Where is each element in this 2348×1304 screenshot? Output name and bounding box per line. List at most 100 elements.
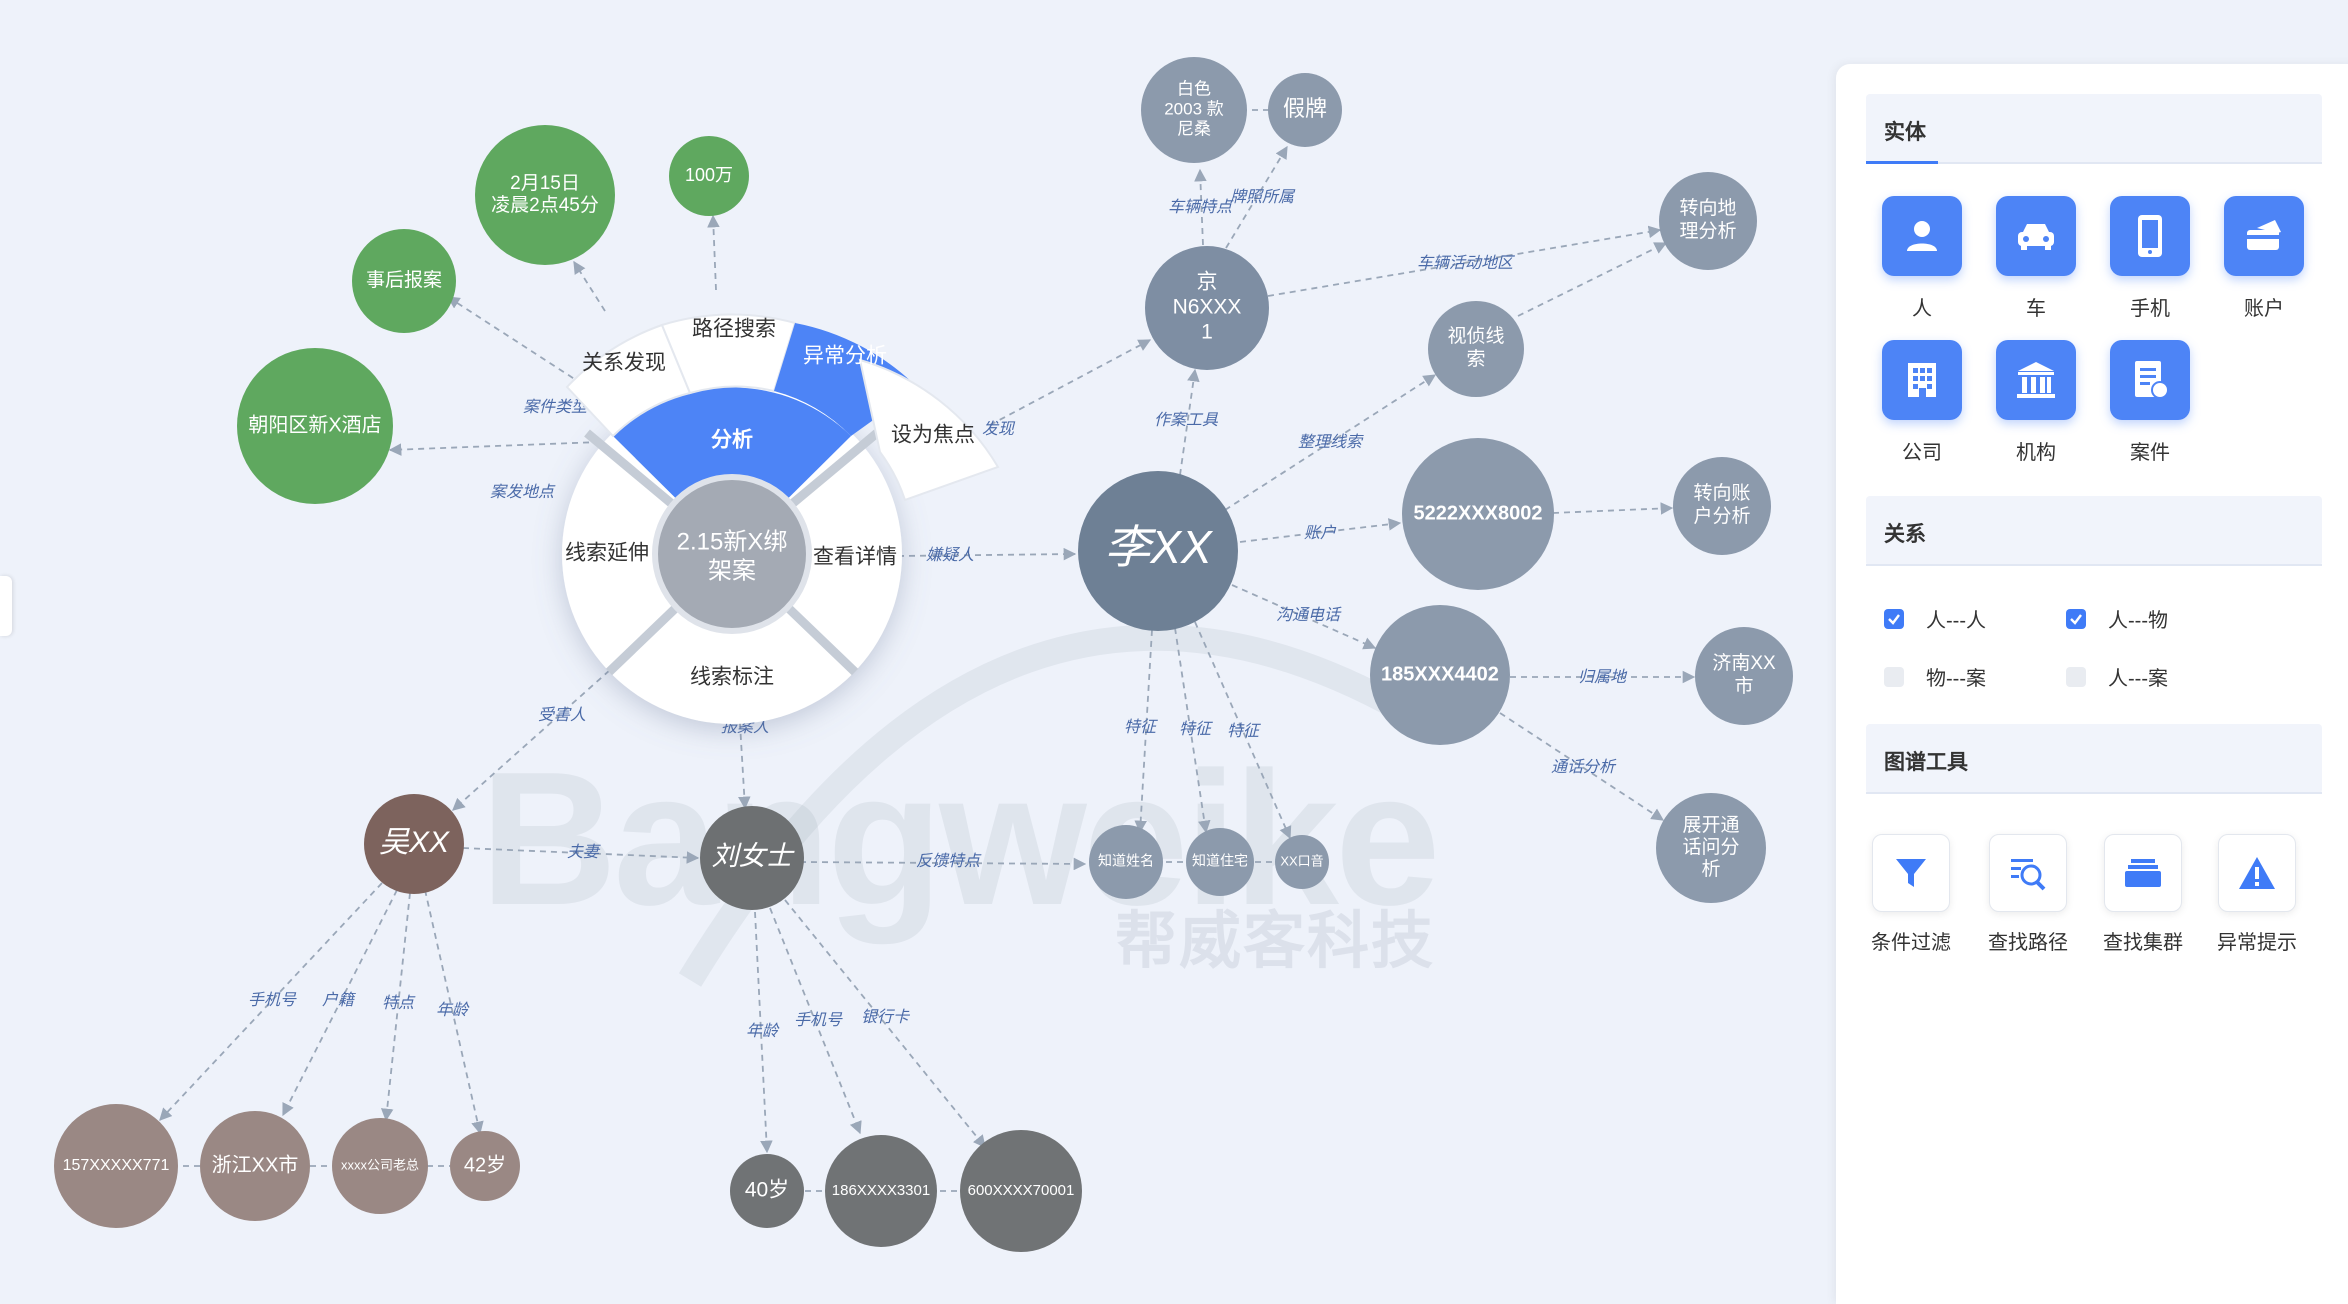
radial-view-detail-label[interactable]: 查看详情 [813,546,897,569]
node-fake-plate[interactable]: 假牌 [1268,73,1342,147]
relation-object-case[interactable]: 物---案 [1884,662,1986,691]
node-geo-analysis[interactable]: 转向地 理分析 [1659,172,1757,270]
node-call-analysis[interactable]: 展开通 话问分 析 [1656,793,1766,903]
radial-path-search-segment[interactable] [660,313,797,395]
radial-anomaly-label[interactable]: 异常分析 [803,345,887,368]
entity-phone[interactable]: 手机 [2110,196,2190,321]
edge-feedback [799,857,1087,871]
node-liu-age[interactable]: 40岁 [730,1154,804,1228]
checkbox-checked-icon[interactable] [2066,608,2086,629]
entity-company-label: 公司 [1902,442,1942,464]
svg-text:xxxx公司老总: xxxx公司老总 [341,1157,419,1172]
node-account-analysis[interactable]: 转向账 户分析 [1673,457,1771,555]
checkbox-unchecked-icon[interactable] [2066,666,2086,687]
graph-edges [159,109,1696,1192]
tool-anomaly-alert[interactable]: 异常提示 [2212,834,2302,955]
svg-text:知道住宅: 知道住宅 [1192,853,1248,869]
node-wu-hometown[interactable]: 浙江XX市 [200,1111,310,1221]
edge-amount [707,214,720,291]
radial-analysis-label[interactable]: 分析 [711,428,753,452]
edge-label-call-analysis: 通话分析 [1551,758,1617,776]
filter-icon [1872,834,1950,912]
node-account[interactable]: 5222XXX8002 [1402,438,1554,590]
node-accent[interactable]: XX口音 [1275,835,1329,889]
svg-text:朝阳区新X酒店: 朝阳区新X酒店 [248,413,381,436]
edge-reporter [737,689,751,810]
node-video-clue[interactable]: 视侦线 索 [1428,301,1524,397]
entity-institution[interactable]: 机构 [1996,340,2076,465]
node-time[interactable]: 2月15日 凌晨2点45分 [475,125,615,265]
radial-menu[interactable]: 2.15新X绑 架案 分析 线索延伸 查看详情 线索标注 关系发现 路径搜索 异… [562,313,1000,724]
svg-text:600XXXX70001: 600XXXX70001 [968,1182,1075,1199]
edge-discover [989,339,1152,426]
node-know-home[interactable]: 知道住宅 [1186,828,1254,896]
car-icon [1996,196,2076,276]
edge-label-feat1: 特征 [1124,718,1158,736]
radial-set-focus-segment[interactable] [858,358,1000,502]
entity-company[interactable]: 公司 [1882,340,1962,465]
entity-section-header: 实体 [1866,94,2322,164]
checkbox-checked-icon[interactable] [1884,608,1904,629]
radial-clue-extend-label[interactable]: 线索延伸 [565,542,649,565]
tool-find-path[interactable]: 查找路径 [1983,834,2073,955]
entity-account[interactable]: 账户 [2224,196,2304,321]
edge-comm-phone [1231,584,1377,650]
svg-text:转向账: 转向账 [1693,482,1750,504]
relation-person-object[interactable]: 人---物 [2066,604,2168,633]
node-car-color[interactable]: 白色 2003 款 尼桑 [1141,57,1247,163]
radial-clue-mark-label[interactable]: 线索标注 [690,666,774,689]
center-case-node[interactable] [652,474,812,634]
relation-person-case[interactable]: 人---案 [2066,662,2168,691]
relationship-graph-canvas[interactable]: 案件类型 案发地点 发现 车辆特点 牌照所属 车辆活动地区 作案工具 整理线索 … [0,0,1830,1296]
edge-time [573,260,606,312]
radial-relation-discover-label[interactable]: 关系发现 [582,352,666,375]
svg-text:刘女士: 刘女士 [712,841,796,871]
checkbox-unchecked-icon[interactable] [1884,666,1904,687]
node-wu-age[interactable]: 42岁 [450,1131,520,1201]
svg-text:白色: 白色 [1177,79,1211,98]
node-jinan[interactable]: 济南XX 市 [1695,627,1793,725]
svg-text:转向地: 转向地 [1679,197,1736,219]
radial-path-search-label[interactable]: 路径搜索 [692,318,776,341]
node-wu-job[interactable]: xxxx公司老总 [332,1118,428,1214]
radial-set-focus-label[interactable]: 设为焦点 [891,424,975,447]
edge-label-suspect: 嫌疑人 [926,546,974,564]
tools-section-title: 图谱工具 [1884,751,1968,774]
entity-car[interactable]: 车 [1996,196,2076,321]
edge-clue-arrange [1224,374,1437,511]
entity-person[interactable]: 人 [1882,196,1962,321]
edge-car-feature [1194,168,1207,246]
radial-analysis-segment[interactable] [613,387,851,554]
relation-person-person[interactable]: 人---人 [1884,604,1986,633]
node-amount[interactable]: 100万 [669,136,749,216]
edge-video-geo [1517,242,1668,317]
edge-wu-job [380,892,411,1122]
svg-text:理分析: 理分析 [1679,220,1736,242]
entity-case[interactable]: 案件 [2110,340,2190,465]
svg-text:视侦线: 视侦线 [1447,325,1504,347]
node-know-name[interactable]: 知道姓名 [1089,825,1163,899]
relation-section-header: 关系 [1866,496,2322,566]
node-liu-phone[interactable]: 186XXXX3301 [825,1135,937,1247]
node-victim-wu[interactable]: 吴XX [364,794,464,894]
tool-find-cluster[interactable]: 查找集群 [2098,834,2188,955]
svg-text:展开通: 展开通 [1682,814,1739,836]
svg-text:40岁: 40岁 [745,1179,789,1202]
node-report[interactable]: 事后报案 [352,229,456,333]
entity-institution-label: 机构 [2016,442,2056,464]
tool-condition-filter[interactable]: 条件过滤 [1866,834,1956,955]
path-search-icon [1989,834,2067,912]
node-phone[interactable]: 185XXX4402 [1370,605,1510,745]
svg-text:京: 京 [1197,271,1218,294]
node-liu-card[interactable]: 600XXXX70001 [960,1130,1082,1252]
person-icon [1882,196,1962,276]
edge-hotel [388,441,601,456]
node-suspect-li[interactable]: 李XX [1078,471,1238,631]
node-reporter-liu[interactable]: 刘女士 [700,806,804,910]
node-wu-phone[interactable]: 157XXXXX771 [54,1104,178,1228]
edge-plate-owner [1225,145,1288,249]
node-hotel[interactable]: 朝阳区新X酒店 [237,348,393,504]
svg-text:5222XXX8002: 5222XXX8002 [1413,502,1542,524]
node-plate[interactable]: 京 N6XXX 1 [1145,246,1269,370]
left-collapse-tab[interactable] [0,576,12,636]
